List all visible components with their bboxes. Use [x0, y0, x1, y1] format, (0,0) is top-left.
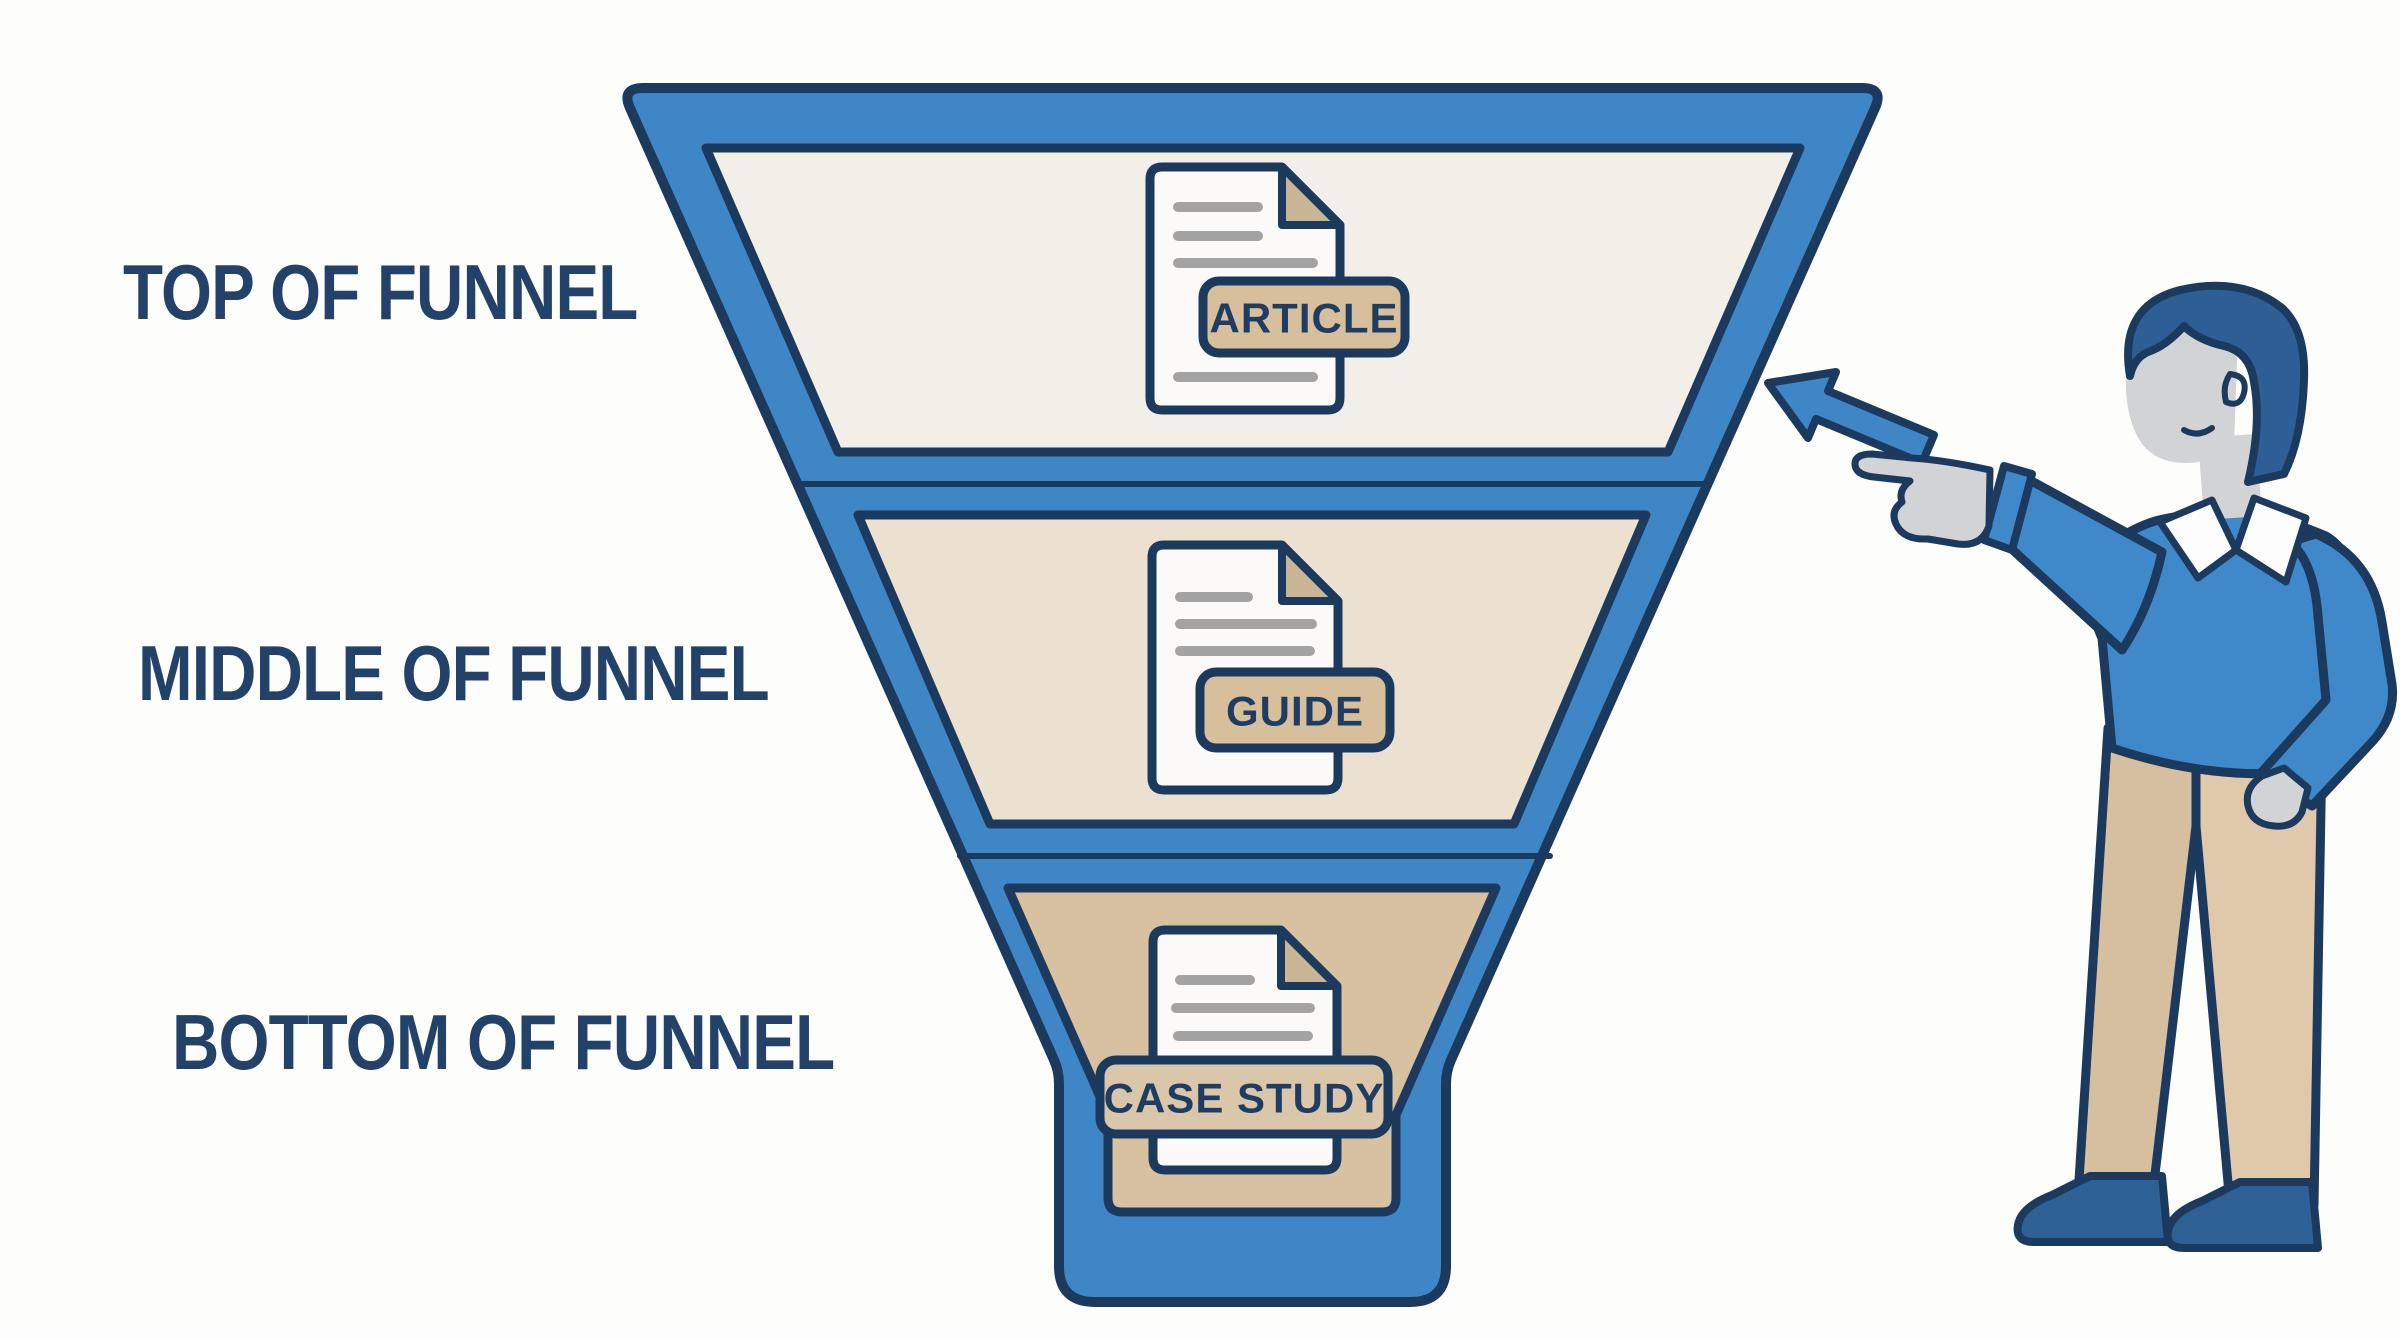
- guide-badge: [1195, 667, 1395, 753]
- case-study-document-icon: CASE STUDY: [1095, 925, 1393, 1175]
- case-study-badge-label: CASE STUDY: [1104, 1075, 1385, 1122]
- label-middle-of-funnel: MIDDLE OF FUNNEL: [138, 629, 770, 717]
- label-top-of-funnel: TOP OF FUNNEL: [123, 248, 638, 336]
- shoe-left: [2013, 1172, 2172, 1246]
- pointing-hand: [1851, 450, 1994, 548]
- pocket-hand: [2243, 764, 2312, 830]
- article-document-icon: ARTICLE: [1145, 162, 1410, 415]
- guide-badge-label: GUIDE: [1226, 688, 1364, 735]
- document-fold-corner: [1277, 926, 1341, 990]
- arrow-up-left-icon: [1764, 368, 1938, 467]
- pants-left-leg: [2073, 723, 2201, 1205]
- article-badge: [1198, 276, 1410, 358]
- collar-right: [2232, 494, 2310, 586]
- mouth-line: [2181, 425, 2215, 437]
- guide-document-icon: GUIDE: [1147, 540, 1395, 795]
- document-fold-corner: [1278, 163, 1344, 229]
- document-fold-corner: [1278, 541, 1342, 605]
- sweater-right-arm: [2255, 529, 2398, 811]
- person-figure: [1851, 281, 2398, 1252]
- hair: [2124, 281, 2309, 486]
- label-bottom-of-funnel: BOTTOM OF FUNNEL: [172, 998, 835, 1086]
- ear: [2221, 371, 2248, 407]
- shoe-right: [2163, 1178, 2322, 1252]
- arrow-shape: [1764, 368, 1938, 467]
- sweater-left-arm: [1999, 473, 2167, 655]
- article-badge-label: ARTICLE: [1210, 295, 1399, 342]
- case-study-badge: [1095, 1055, 1393, 1139]
